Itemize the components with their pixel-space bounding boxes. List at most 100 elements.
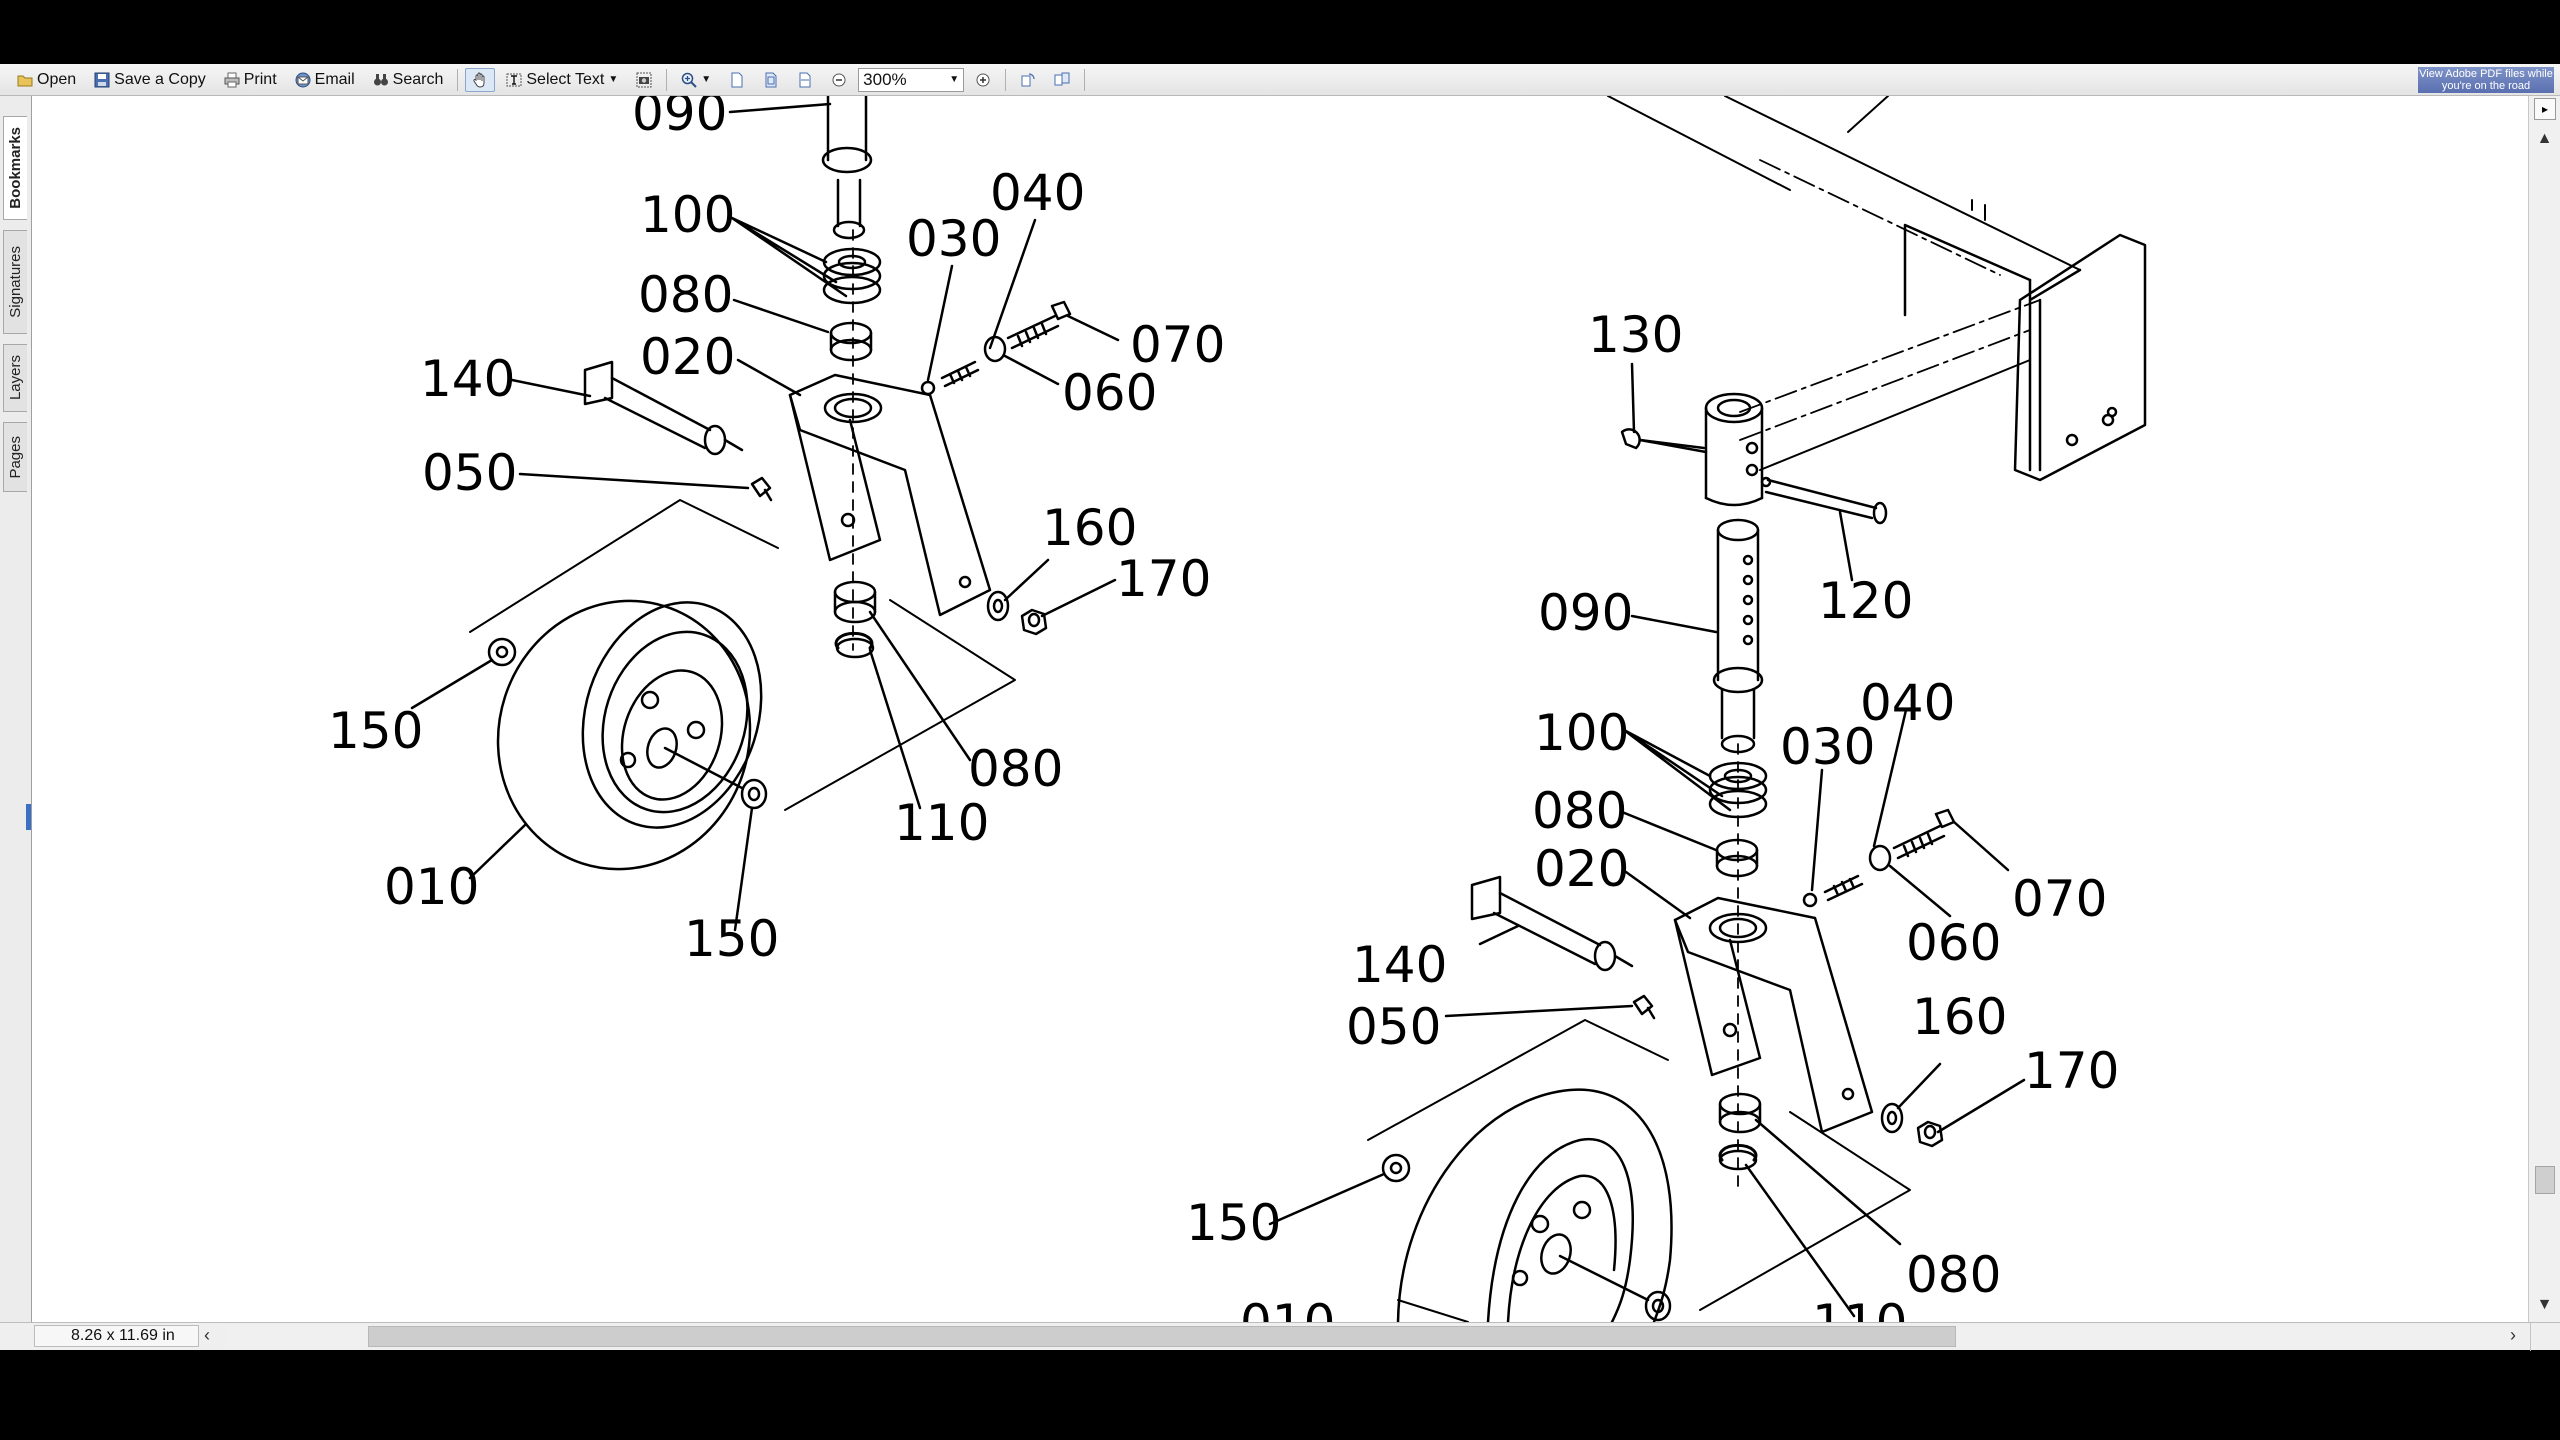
callout-160: 160 bbox=[1042, 499, 1137, 557]
tab-pages-label: Pages bbox=[7, 435, 24, 479]
tab-layers[interactable]: Layers bbox=[3, 344, 27, 412]
tab-bookmarks-label: Bookmarks bbox=[7, 127, 24, 209]
callout-060: 060 bbox=[1062, 364, 1157, 422]
toolbar-separator bbox=[457, 68, 459, 91]
callout-080-right-lower: 080 bbox=[1906, 1246, 2001, 1304]
tab-pages[interactable]: Pages bbox=[3, 422, 27, 492]
callout-140: 140 bbox=[420, 350, 515, 408]
callout-010-right: 010 bbox=[1240, 1294, 1335, 1322]
fit-width-button[interactable] bbox=[790, 68, 820, 92]
open-button[interactable]: Open bbox=[10, 67, 83, 93]
callout-150: 150 bbox=[328, 702, 423, 760]
fit-page-button[interactable] bbox=[756, 68, 786, 92]
callout-170: 170 bbox=[1116, 550, 1211, 608]
callout-120: 120 bbox=[1818, 572, 1913, 630]
search-button[interactable]: Search bbox=[366, 67, 451, 93]
promo-banner[interactable]: View Adobe PDF files while you're on the… bbox=[2418, 67, 2554, 93]
tab-layers-label: Layers bbox=[7, 355, 24, 401]
resize-corner bbox=[2530, 1323, 2560, 1351]
save-copy-label: Save a Copy bbox=[114, 70, 206, 88]
scroll-left-icon[interactable]: ‹ bbox=[204, 1325, 210, 1345]
select-text-button[interactable]: Select Text ▼ bbox=[499, 67, 625, 93]
callout-020-right: 020 bbox=[1534, 840, 1629, 898]
callout-050-right: 050 bbox=[1346, 998, 1441, 1056]
hand-icon bbox=[473, 72, 485, 87]
callout-040: 040 bbox=[990, 164, 1085, 222]
email-button[interactable]: Email bbox=[288, 67, 362, 93]
panel-resize-handle[interactable] bbox=[26, 804, 31, 830]
zoom-level-value: 300% bbox=[863, 69, 907, 89]
callout-100-right: 100 bbox=[1534, 704, 1629, 762]
callout-010: 010 bbox=[384, 858, 479, 916]
callout-020: 020 bbox=[640, 328, 735, 386]
status-bar: ◆ 8.26 x 11.69 in ‹ › bbox=[0, 1322, 2560, 1351]
chevron-down-icon[interactable]: ▼ bbox=[608, 74, 619, 85]
print-button[interactable]: Print bbox=[217, 67, 284, 93]
callout-150-right: 150 bbox=[1186, 1194, 1281, 1252]
two-page-button[interactable] bbox=[1047, 68, 1077, 92]
scroll-down-icon[interactable]: ▼ bbox=[2536, 1296, 2553, 1313]
tab-signatures-label: Signatures bbox=[7, 246, 24, 318]
horizontal-scroll-thumb[interactable] bbox=[368, 1326, 1956, 1347]
right-caster-assembly bbox=[1268, 96, 2147, 1322]
vertical-scroll-thumb[interactable] bbox=[2535, 1166, 2555, 1194]
callout-160-right: 160 bbox=[1912, 988, 2007, 1046]
scroll-up-icon[interactable]: ▲ bbox=[2536, 130, 2553, 147]
callout-070-right: 070 bbox=[2012, 870, 2107, 928]
camera-icon bbox=[636, 72, 652, 87]
printer-icon bbox=[224, 72, 240, 87]
fit-width-icon bbox=[799, 72, 811, 87]
print-label: Print bbox=[243, 70, 277, 88]
navigation-panel: Bookmarks Signatures Layers Pages bbox=[0, 96, 32, 1350]
callout-170-right: 170 bbox=[2024, 1042, 2119, 1100]
callout-030-right: 030 bbox=[1780, 718, 1875, 776]
page-size-readout: 8.26 x 11.69 in bbox=[34, 1325, 199, 1347]
toolbar-separator bbox=[666, 68, 668, 91]
vertical-scrollbar[interactable]: ▸ ▲ ▼ bbox=[2528, 96, 2560, 1322]
callout-140-right: 140 bbox=[1352, 936, 1447, 994]
open-label: Open bbox=[37, 70, 77, 88]
minus-circle-icon bbox=[832, 73, 846, 86]
callout-050: 050 bbox=[422, 444, 517, 502]
page-size-value: 8.26 x 11.69 in bbox=[71, 1327, 175, 1344]
scroll-right-icon[interactable]: › bbox=[2510, 1325, 2516, 1345]
plus-circle-icon bbox=[976, 73, 990, 86]
snapshot-button[interactable] bbox=[629, 68, 659, 92]
callout-150-lower: 150 bbox=[684, 910, 779, 968]
chevron-down-icon[interactable]: ▼ bbox=[701, 74, 712, 85]
document-view[interactable]: 090 100 030 040 080 070 020 140 060 050 … bbox=[32, 96, 2528, 1322]
callout-040-right: 040 bbox=[1860, 674, 1955, 732]
zoom-in-tool-button[interactable]: ▼ bbox=[674, 68, 718, 92]
select-text-label: Select Text bbox=[526, 70, 605, 88]
email-label: Email bbox=[314, 70, 355, 88]
pages-icon bbox=[1054, 72, 1070, 85]
panel-toggle-icon[interactable]: ▸ bbox=[2534, 98, 2556, 120]
actual-size-button[interactable] bbox=[722, 68, 752, 92]
text-cursor-icon bbox=[506, 73, 522, 86]
rotate-button[interactable] bbox=[1013, 68, 1043, 92]
callout-080-right: 080 bbox=[1532, 782, 1627, 840]
toolbar: Open Save a Copy Print Email Search Sele… bbox=[0, 64, 2560, 96]
promo-line-1: View Adobe PDF files while bbox=[2419, 68, 2553, 80]
left-caster-assembly bbox=[410, 96, 1120, 932]
binoculars-icon bbox=[373, 73, 388, 85]
rotate-icon bbox=[1021, 72, 1035, 86]
folder-icon bbox=[17, 75, 33, 86]
tab-signatures[interactable]: Signatures bbox=[3, 230, 27, 334]
callout-110-right: 110 bbox=[1812, 1294, 1907, 1322]
zoom-out-button[interactable] bbox=[824, 68, 854, 92]
hand-tool-button[interactable] bbox=[465, 67, 496, 92]
tab-bookmarks[interactable]: Bookmarks bbox=[3, 116, 27, 220]
toolbar-separator bbox=[1084, 68, 1086, 91]
horizontal-scrollbar[interactable] bbox=[226, 1326, 2516, 1347]
zoom-in-button[interactable] bbox=[968, 68, 998, 92]
callout-090: 090 bbox=[632, 96, 727, 142]
callout-090-right: 090 bbox=[1538, 584, 1633, 642]
chevron-down-icon: ▼ bbox=[949, 74, 960, 85]
callout-030: 030 bbox=[906, 210, 1001, 268]
search-label: Search bbox=[392, 70, 444, 88]
callout-130: 130 bbox=[1588, 306, 1683, 364]
promo-line-2: you're on the road bbox=[2441, 80, 2531, 92]
zoom-level-select[interactable]: 300% ▼ bbox=[858, 67, 965, 92]
save-copy-button[interactable]: Save a Copy bbox=[87, 67, 213, 93]
